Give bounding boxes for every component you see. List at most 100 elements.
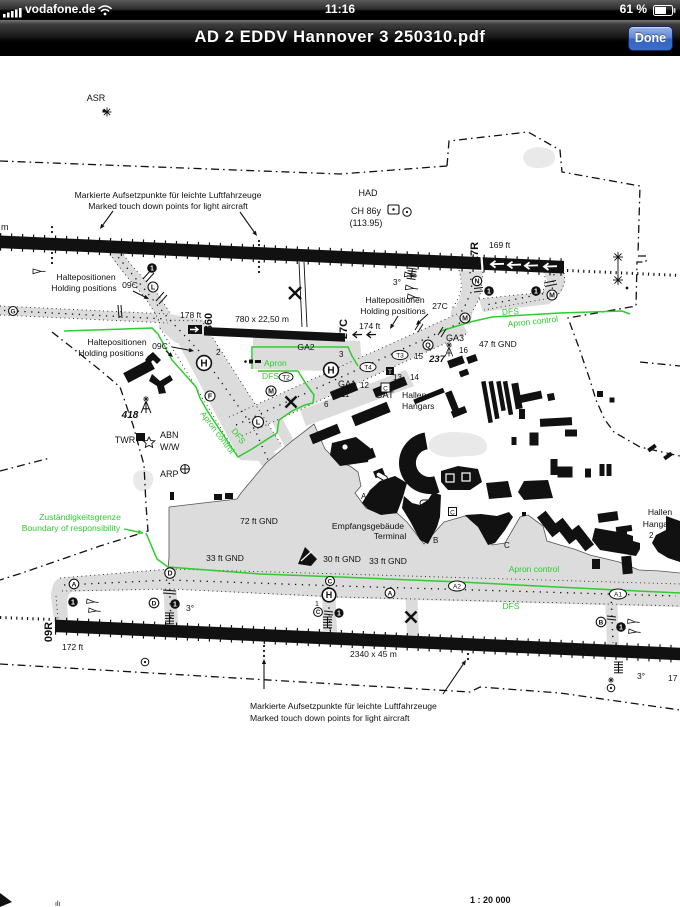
svg-text:1: 1 xyxy=(173,602,177,609)
svg-text:DFS: DFS xyxy=(262,371,279,381)
svg-text:1: 1 xyxy=(315,601,319,608)
svg-text:DFS: DFS xyxy=(502,306,520,317)
svg-text:14: 14 xyxy=(410,373,419,382)
svg-text:Marked touch down points for l: Marked touch down points for light aircr… xyxy=(250,713,410,723)
svg-text:178 ft: 178 ft xyxy=(180,310,202,320)
svg-text:DFS: DFS xyxy=(503,601,520,611)
svg-text:780 x 22,50 m: 780 x 22,50 m xyxy=(235,314,289,324)
svg-text:6: 6 xyxy=(324,400,329,409)
svg-text:Empfangsgebäude: Empfangsgebäude xyxy=(332,521,404,531)
svg-text:09C: 09C xyxy=(152,341,168,351)
svg-text:27C: 27C xyxy=(338,319,350,339)
svg-text:A: A xyxy=(72,581,77,588)
svg-text:174 ft: 174 ft xyxy=(359,321,381,331)
svg-text:Holding positions: Holding positions xyxy=(360,306,425,316)
svg-text:W/W: W/W xyxy=(160,442,180,452)
svg-text:27R: 27R xyxy=(469,242,481,262)
svg-text:GA2: GA2 xyxy=(297,342,314,352)
svg-text:F: F xyxy=(208,394,213,401)
svg-text:(113.95): (113.95) xyxy=(350,218,383,228)
svg-text:GA1: GA1 xyxy=(338,379,356,389)
svg-text:172 ft: 172 ft xyxy=(62,642,84,652)
svg-text:169 ft: 169 ft xyxy=(489,240,511,250)
svg-text:Holding positions: Holding positions xyxy=(51,283,116,293)
svg-text:15: 15 xyxy=(414,352,423,361)
svg-text:B: B xyxy=(599,619,604,626)
svg-text:3°: 3° xyxy=(637,671,645,681)
svg-text:1: 1 xyxy=(487,289,491,296)
svg-text:3°: 3° xyxy=(393,277,401,287)
svg-text:A: A xyxy=(361,492,367,501)
svg-text:2: 2 xyxy=(216,348,221,357)
svg-text:Haltepositionen: Haltepositionen xyxy=(56,272,115,282)
svg-text:D: D xyxy=(167,571,172,578)
svg-text:16: 16 xyxy=(459,346,468,355)
svg-text:47 ft GND: 47 ft GND xyxy=(479,339,517,349)
svg-text:17: 17 xyxy=(668,673,678,683)
svg-text:A: A xyxy=(388,590,393,597)
svg-text:ABN: ABN xyxy=(160,430,179,440)
svg-text:09C: 09C xyxy=(122,280,138,290)
svg-text:Haltepositionen: Haltepositionen xyxy=(365,295,424,305)
svg-text:27C: 27C xyxy=(432,301,448,311)
svg-text:L: L xyxy=(256,418,261,427)
svg-text:M: M xyxy=(549,293,555,300)
svg-text:237: 237 xyxy=(428,354,446,365)
svg-text:ılı: ılı xyxy=(55,901,61,907)
svg-text:B: B xyxy=(433,536,438,545)
svg-text:Zuständigkeitsgrenze: Zuständigkeitsgrenze xyxy=(39,512,121,522)
svg-text:HAD: HAD xyxy=(358,188,378,198)
svg-text:T3: T3 xyxy=(396,352,404,359)
svg-text:G: G xyxy=(10,308,15,315)
svg-text:09R: 09R xyxy=(43,622,55,642)
svg-text:L: L xyxy=(151,285,156,292)
svg-text:Holding positions: Holding positions xyxy=(78,348,143,358)
svg-text:Boundary of responsibility: Boundary of responsibility xyxy=(22,523,121,533)
svg-text:D: D xyxy=(152,600,157,607)
svg-text:T2: T2 xyxy=(282,374,290,381)
svg-text:C: C xyxy=(504,541,510,550)
svg-text:Hangars: Hangars xyxy=(643,519,675,529)
svg-text:GAT: GAT xyxy=(375,390,394,401)
svg-text:Q: Q xyxy=(425,343,431,350)
svg-text:GA3: GA3 xyxy=(446,333,464,343)
svg-text:33 ft GND: 33 ft GND xyxy=(206,553,244,563)
svg-text:11: 11 xyxy=(341,390,350,399)
svg-text:T4: T4 xyxy=(364,364,372,371)
svg-text:2340 x 45 m: 2340 x 45 m xyxy=(350,649,397,659)
svg-text:H: H xyxy=(326,590,333,600)
svg-text:Terminal: Terminal xyxy=(374,531,407,541)
svg-text:1: 1 xyxy=(534,289,538,296)
svg-text:30 ft GND: 30 ft GND xyxy=(323,554,361,564)
svg-text:3°: 3° xyxy=(186,603,194,613)
svg-text:Hallen: Hallen xyxy=(402,390,427,400)
svg-text:TWR: TWR xyxy=(115,435,136,445)
svg-text:3: 3 xyxy=(339,350,344,359)
svg-text:A2: A2 xyxy=(453,583,461,590)
svg-text:1: 1 xyxy=(612,532,617,541)
svg-text:ASR: ASR xyxy=(87,93,106,103)
svg-text:33 ft GND: 33 ft GND xyxy=(369,556,407,566)
svg-text:1: 1 xyxy=(337,611,341,618)
svg-text:T: T xyxy=(388,369,392,376)
svg-text:M: M xyxy=(462,316,468,323)
svg-text:13: 13 xyxy=(393,373,402,382)
svg-text:C: C xyxy=(328,578,333,585)
svg-text:Haltepositionen: Haltepositionen xyxy=(87,337,146,347)
svg-text:418: 418 xyxy=(121,410,139,421)
svg-text:N: N xyxy=(474,279,479,286)
svg-text:12: 12 xyxy=(360,381,369,390)
svg-text:72 ft GND: 72 ft GND xyxy=(240,516,278,526)
svg-text:m: m xyxy=(1,222,9,232)
svg-text:Apron: Apron xyxy=(264,358,287,368)
svg-text:2: 2 xyxy=(649,531,654,540)
svg-text:1: 1 xyxy=(150,266,154,273)
svg-text:Hangars: Hangars xyxy=(402,401,434,411)
svg-text:CH 86y: CH 86y xyxy=(351,206,382,216)
svg-text:C: C xyxy=(316,610,321,616)
svg-text:C: C xyxy=(450,509,455,516)
svg-text:H: H xyxy=(200,359,207,370)
svg-text:1: 1 xyxy=(619,625,623,632)
svg-text:Hallen: Hallen xyxy=(648,507,673,517)
svg-text:Marked touch down points for l: Marked touch down points for light aircr… xyxy=(88,201,248,211)
